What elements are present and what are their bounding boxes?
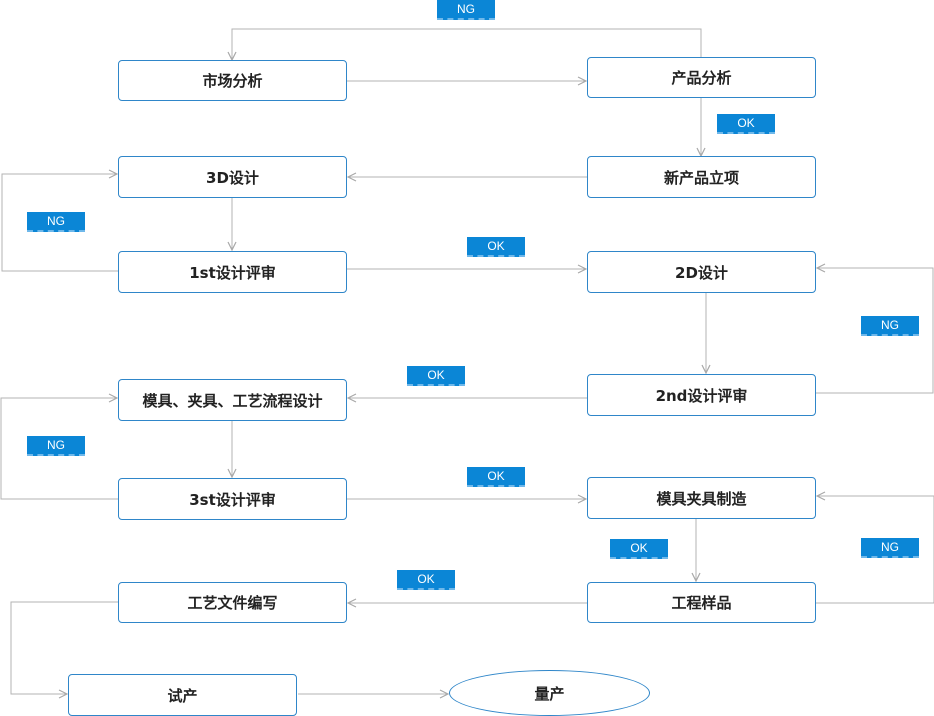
ok-label-manufacturing: OK <box>610 539 668 559</box>
ng-label-product-analysis: NG <box>437 0 495 20</box>
ng-label-review-2nd: NG <box>861 316 919 336</box>
connector-docs-to-trial <box>10 601 118 694</box>
trial-production-node: 试产 <box>68 674 297 716</box>
ok-label-review-3st: OK <box>467 467 525 487</box>
connector-product-ng-loop <box>232 28 702 60</box>
ok-label-review-2nd: OK <box>407 366 465 386</box>
connector-review2-ng-loop <box>816 268 934 394</box>
1st-design-review-node: 1st设计评审 <box>118 251 347 293</box>
3st-design-review-node: 3st设计评审 <box>118 478 347 520</box>
mass-production-node: 量产 <box>449 670 650 716</box>
connector-review3-ng-loop <box>0 398 118 500</box>
market-analysis-node: 市场分析 <box>118 60 347 101</box>
connector-sample-ng-loop <box>816 496 934 604</box>
connector-review1-ng-loop <box>1 174 118 272</box>
2d-design-node: 2D设计 <box>587 251 816 293</box>
product-analysis-node: 产品分析 <box>587 57 816 98</box>
ng-label-review-3st: NG <box>27 436 85 456</box>
3d-design-node: 3D设计 <box>118 156 347 198</box>
ok-label-review-1st: OK <box>467 237 525 257</box>
new-product-project-node: 新产品立项 <box>587 156 816 198</box>
ng-label-sample: NG <box>861 538 919 558</box>
ok-label-product-analysis: OK <box>717 114 775 134</box>
mold-fixture-process-design-node: 模具、夹具、工艺流程设计 <box>118 379 347 421</box>
ng-label-review-1st: NG <box>27 212 85 232</box>
mold-fixture-manufacturing-node: 模具夹具制造 <box>587 477 816 519</box>
2nd-design-review-node: 2nd设计评审 <box>587 374 816 416</box>
process-documentation-node: 工艺文件编写 <box>118 582 347 623</box>
engineering-sample-node: 工程样品 <box>587 582 816 623</box>
ok-label-sample: OK <box>397 570 455 590</box>
